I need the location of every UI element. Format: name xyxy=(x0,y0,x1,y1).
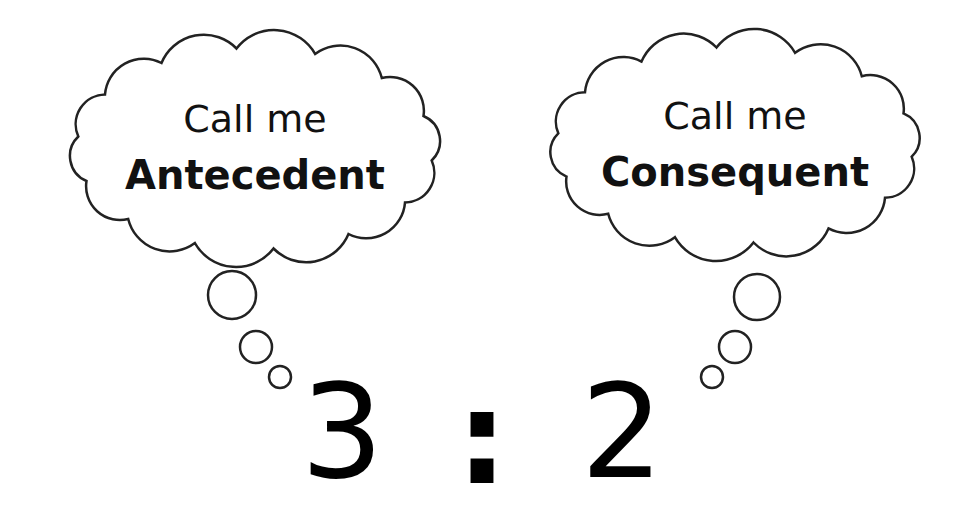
cloud-shape xyxy=(550,29,919,261)
ratio-colon: : xyxy=(456,373,508,503)
ratio-term-name: Antecedent xyxy=(125,151,385,199)
cloud-caption: Call me xyxy=(183,97,326,143)
trail-bubble xyxy=(734,274,780,320)
ratio-term-name: Consequent xyxy=(601,148,869,196)
thought-cloud: Call me Antecedent xyxy=(55,26,455,271)
trail-bubble xyxy=(240,331,272,363)
ratio-term: 3 xyxy=(301,367,384,497)
cloud-outline xyxy=(535,25,935,265)
trail-bubble xyxy=(701,366,723,388)
cloud-shape xyxy=(70,30,440,267)
trail-bubble xyxy=(208,271,256,319)
cloud-outline xyxy=(55,26,455,271)
ratio-term: 2 xyxy=(581,367,664,497)
thought-cloud: Call me Consequent xyxy=(535,25,935,265)
cloud-caption: Call me xyxy=(663,94,806,140)
trail-bubble xyxy=(719,331,751,363)
trail-bubble xyxy=(269,366,291,388)
